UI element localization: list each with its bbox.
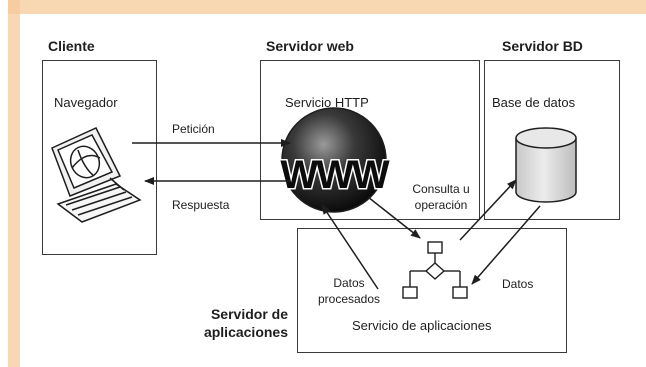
www-label: WWW bbox=[280, 153, 390, 197]
db-data-arrow bbox=[471, 205, 541, 285]
browser-label: Navegador bbox=[54, 95, 118, 110]
app-server-title-line2: aplicaciones bbox=[203, 324, 288, 340]
query-arrow bbox=[367, 196, 421, 239]
client-box bbox=[42, 60, 157, 255]
db-server-box bbox=[484, 60, 620, 220]
query-label-line1: Consulta u bbox=[412, 182, 470, 196]
client-title: Cliente bbox=[48, 38, 95, 54]
db-server-title: Servidor BD bbox=[502, 38, 583, 54]
processed-data-arrow bbox=[321, 204, 379, 290]
query-label-line2: operación bbox=[414, 198, 468, 212]
app-service-label: Servicio de aplicaciones bbox=[352, 318, 492, 333]
computer-icon bbox=[51, 127, 142, 223]
request-label: Petición bbox=[172, 122, 215, 136]
database-cylinder-icon bbox=[515, 127, 577, 203]
frame-left-border bbox=[8, 0, 20, 367]
app-server-title-line1: Servidor de bbox=[210, 306, 288, 322]
web-server-box bbox=[260, 60, 480, 220]
db-query-arrow bbox=[459, 179, 517, 241]
response-label: Respuesta bbox=[172, 198, 230, 212]
database-label: Base de datos bbox=[492, 95, 576, 110]
processed-data-label-line2: procesados bbox=[317, 292, 381, 306]
http-service-label: Servicio HTTP bbox=[285, 95, 369, 110]
www-globe-icon: WWW bbox=[279, 107, 393, 213]
data-label: Datos bbox=[502, 277, 534, 291]
flowchart-icon bbox=[402, 241, 468, 299]
frame-top-border bbox=[8, 0, 646, 14]
web-server-title: Servidor web bbox=[266, 38, 354, 54]
processed-data-label-line1: Datos bbox=[333, 276, 365, 290]
